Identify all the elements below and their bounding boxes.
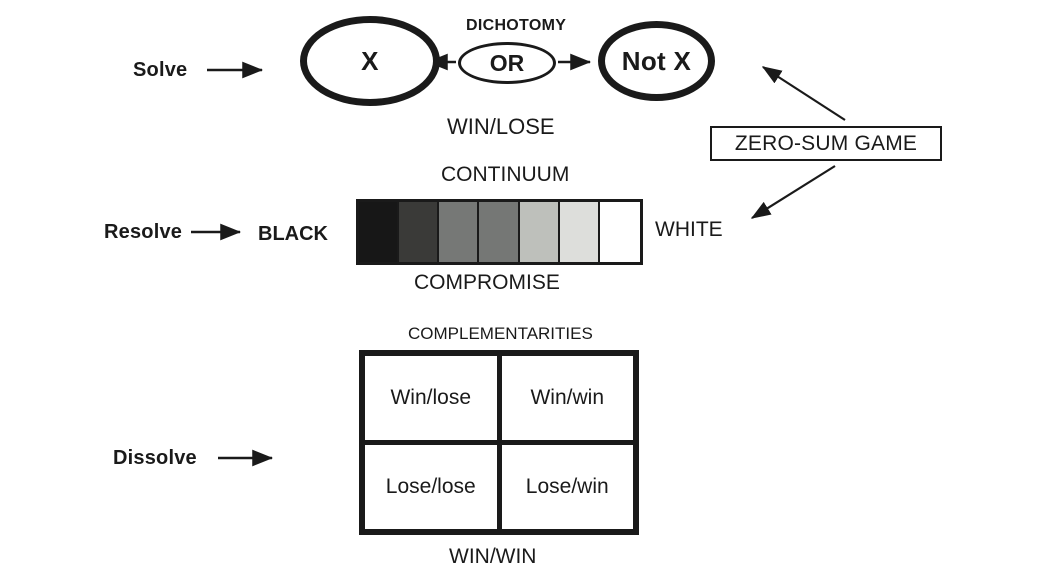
cell-lose-lose[interactable]: Lose/lose [365,445,497,529]
node-or-label: OR [489,49,525,76]
arrow-zerosum-to-dichotomy [761,66,846,121]
zero-sum-game-callout[interactable]: ZERO-SUM GAME [710,126,942,161]
arrow-zerosum-to-continuum [750,165,836,219]
node-not-x[interactable]: Not X [598,21,715,101]
dichotomy-bottom-label: WIN/LOSE [447,114,555,139]
swatch-3-dark-gray [439,202,480,262]
complementarity-top-label: COMPLEMENTARITIES [408,324,593,343]
complementarity-bottom-label: WIN/WIN [449,545,537,568]
dichotomy-top-label: DICHOTOMY [466,17,567,34]
swatch-4-mid-gray [479,202,520,262]
swatch-2-near-black [399,202,440,262]
cell-win-win[interactable]: Win/win [501,356,633,440]
node-not-x-label: Not X [621,45,692,76]
node-or[interactable]: OR [458,42,556,84]
row-label-dissolve: Dissolve [113,447,197,469]
node-x[interactable]: X [300,16,440,106]
continuum-top-label: CONTINUUM [441,163,570,186]
continuum-right-end-label: WHITE [655,218,723,241]
zero-sum-game-label: ZERO-SUM GAME [734,131,918,155]
node-x-label: X [361,45,379,76]
continuum-bottom-label: COMPROMISE [414,271,560,294]
matrix-cell-label: Lose/win [525,475,609,498]
cell-win-lose[interactable]: Win/lose [365,356,497,440]
row-label-resolve: Resolve [104,221,183,243]
matrix-cell-label: Win/lose [390,386,472,409]
matrix-cell-label: Win/win [530,386,604,409]
continuum-left-end-label: BLACK [258,223,328,245]
swatch-6-pale-gray [559,202,600,262]
swatch-7-white [599,202,640,262]
swatch-5-light-gray [519,202,560,262]
continuum-strip [356,199,643,265]
swatch-1-black [359,202,400,262]
cell-lose-win[interactable]: Lose/win [501,445,633,529]
matrix-cell-label: Lose/lose [385,475,476,498]
row-label-solve: Solve [133,59,188,81]
